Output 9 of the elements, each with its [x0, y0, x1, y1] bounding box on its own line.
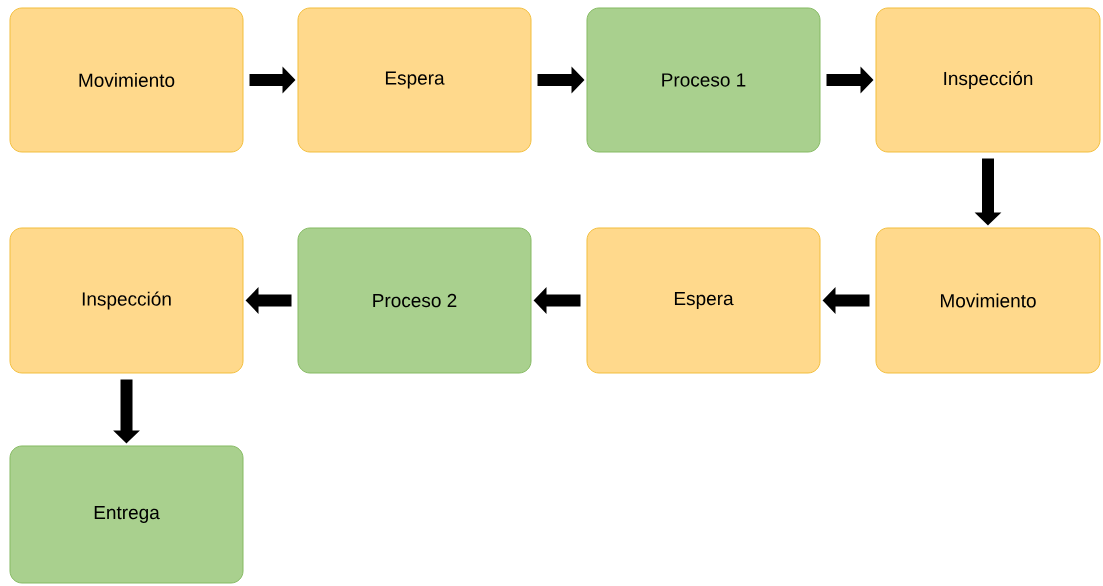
process-box: Proceso 2 — [297, 227, 532, 374]
process-box: Espera — [586, 227, 821, 374]
process-box: Proceso 1 — [586, 7, 821, 153]
process-box: Espera — [297, 7, 532, 153]
process-box: Inspección — [9, 227, 244, 374]
process-box: Inspección — [875, 7, 1101, 153]
process-box: Movimiento — [9, 7, 244, 153]
process-box: Movimiento — [875, 227, 1101, 374]
process-box: Entrega — [9, 445, 244, 584]
